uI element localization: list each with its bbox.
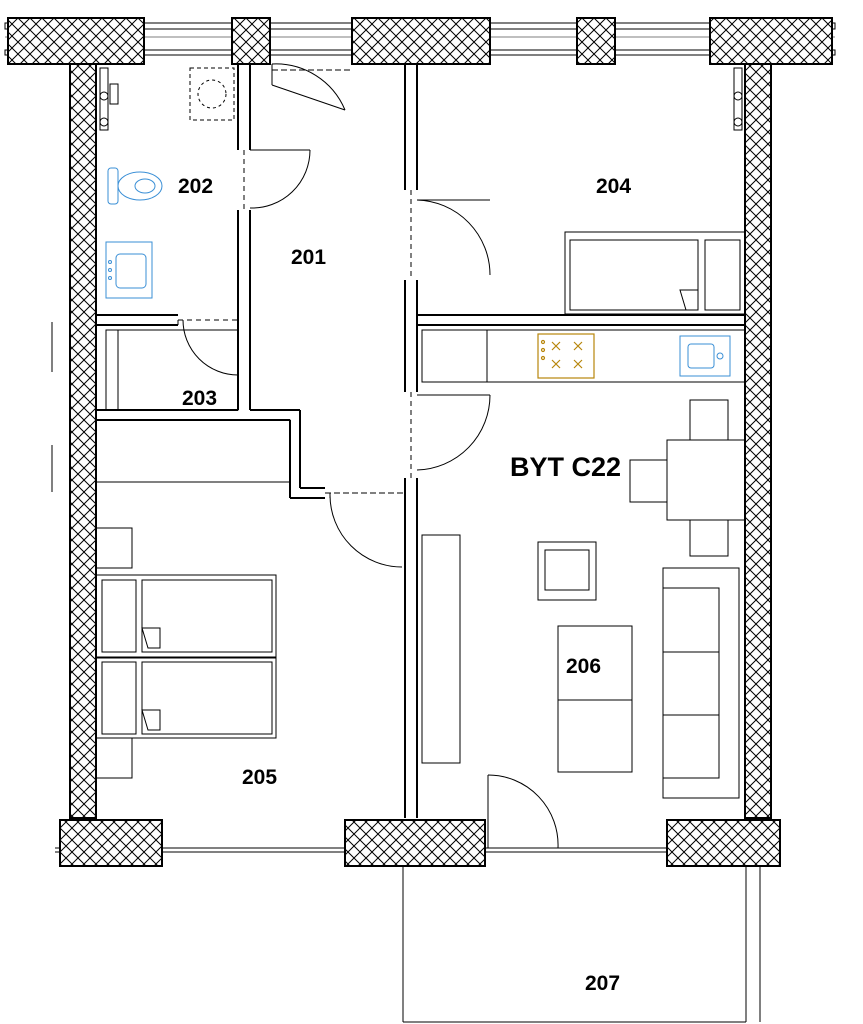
wardrobe-icon	[105, 329, 239, 411]
washing-machine-icon	[189, 67, 235, 121]
toilet-icon	[107, 167, 163, 205]
kitchen-counter	[421, 329, 746, 383]
tv-cabinet	[421, 534, 461, 764]
room-label-205: 205	[242, 766, 277, 789]
chair-icon	[629, 399, 729, 557]
room-label-207: 207	[585, 972, 620, 995]
balcony	[402, 866, 761, 1023]
cooktop-icon	[537, 333, 595, 379]
wardrobe-icon	[95, 419, 291, 483]
kitchen-sink-icon	[679, 335, 731, 377]
room-label-203: 203	[182, 387, 217, 410]
bed-icon	[564, 231, 746, 315]
bed-icon	[95, 527, 277, 779]
bathtub-icon	[105, 241, 153, 299]
room-label-206: 206	[566, 655, 601, 678]
room-label-202: 202	[178, 175, 213, 198]
sofa-icon	[662, 567, 740, 799]
apartment-label: BYT C22	[510, 452, 621, 482]
radiator-icon	[99, 67, 743, 131]
armchair-icon	[537, 541, 597, 601]
room-label-204: 204	[596, 175, 631, 198]
table-icon	[666, 439, 746, 521]
outer-walls	[4, 17, 836, 867]
coffee-table	[557, 625, 633, 773]
room-label-201: 201	[291, 246, 326, 269]
doors	[177, 63, 559, 849]
